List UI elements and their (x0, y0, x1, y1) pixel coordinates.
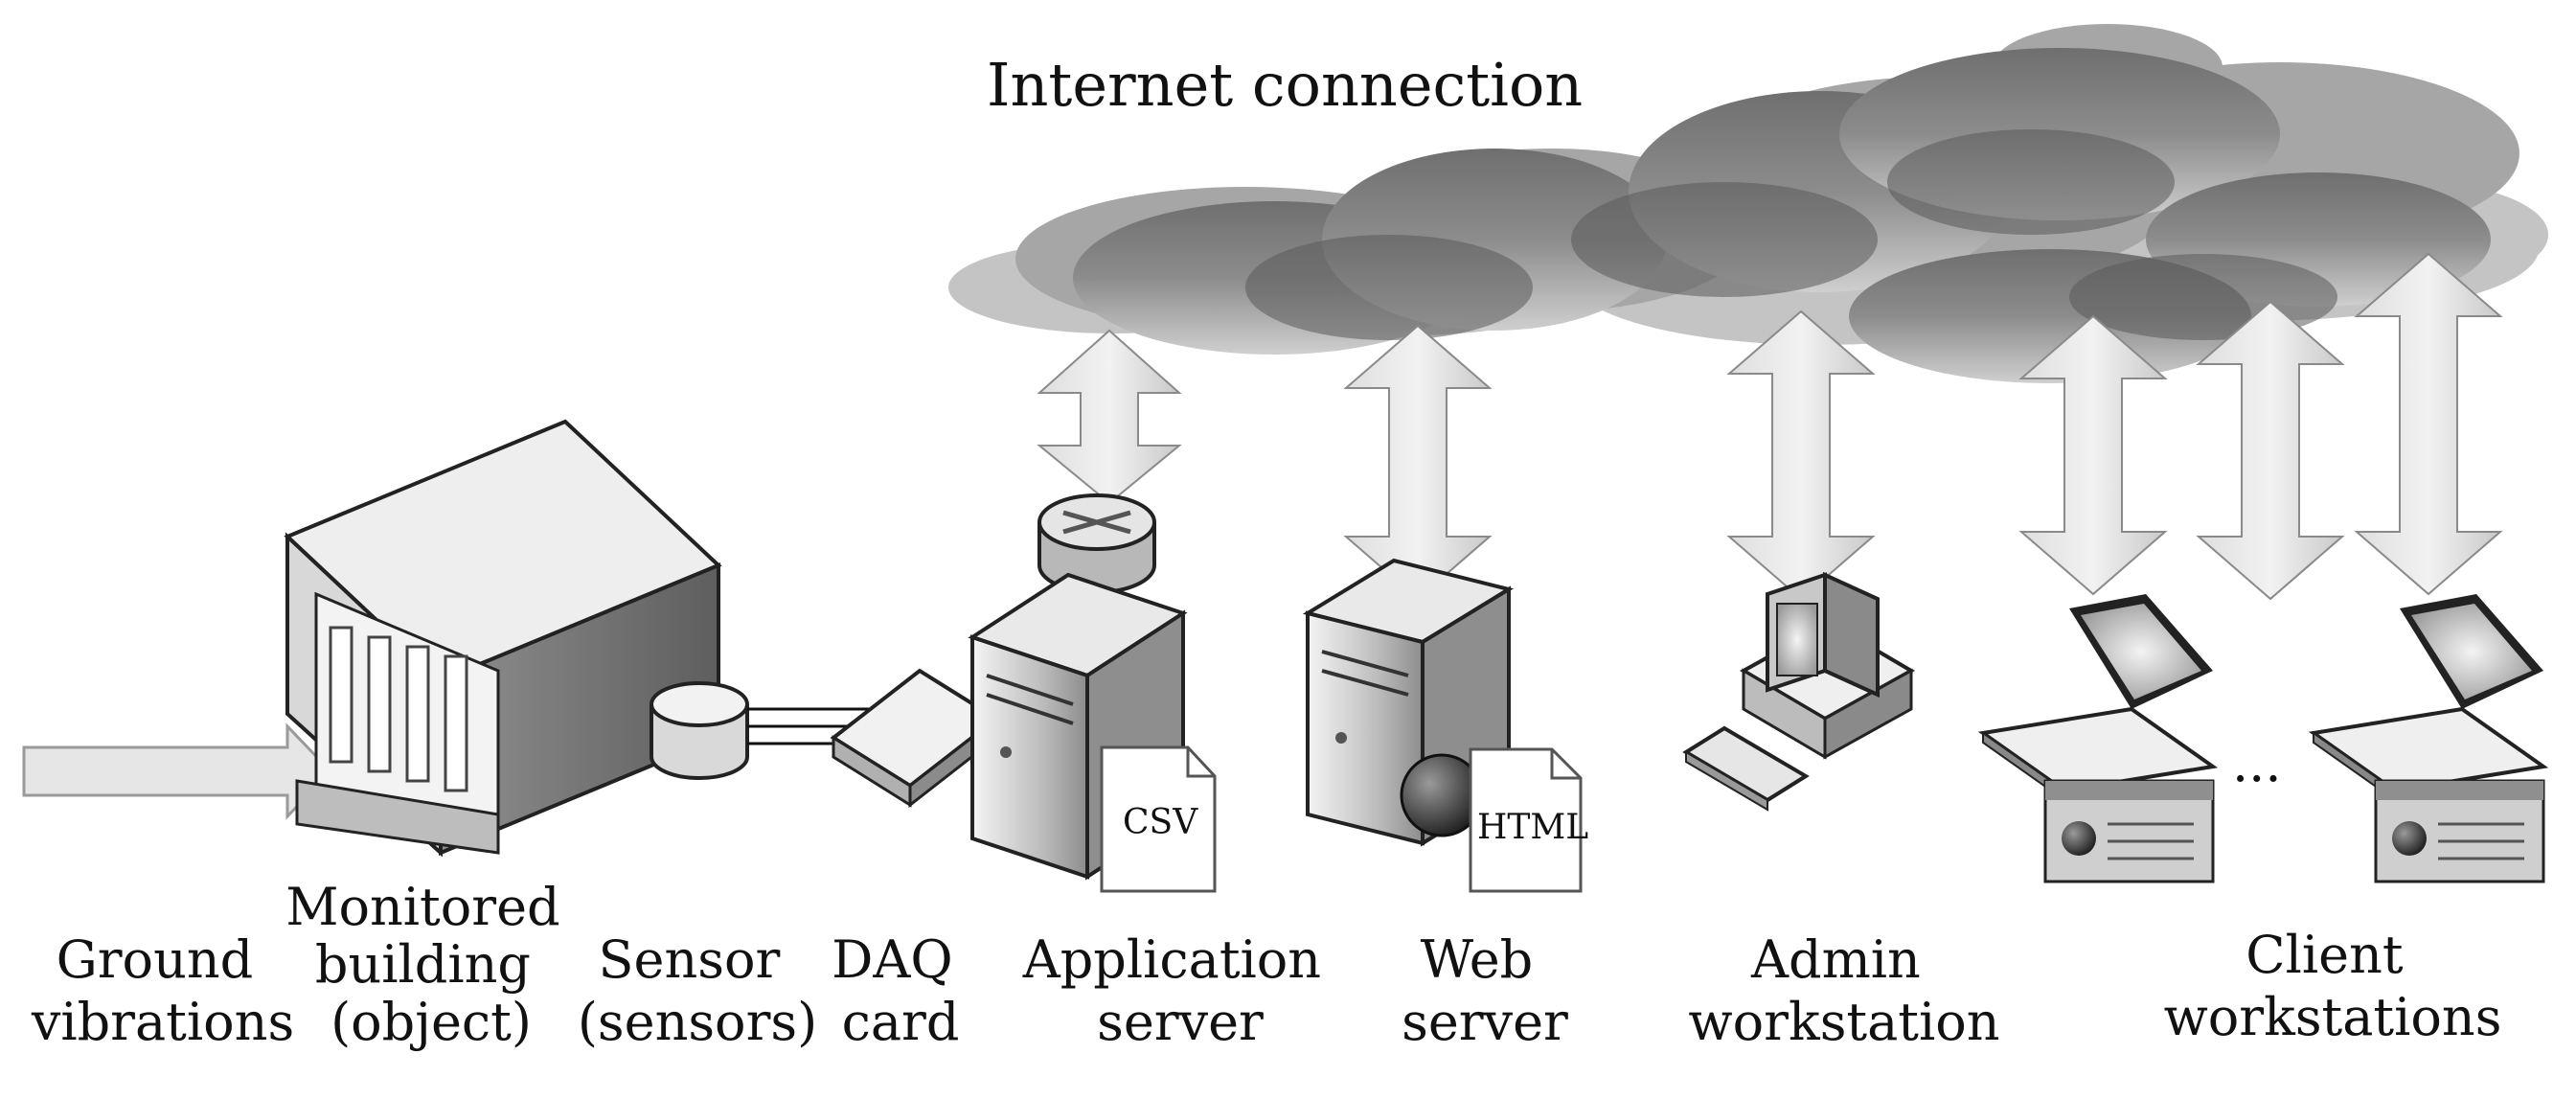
ground-vibration-arrow (22, 722, 333, 820)
double-arrow-icon (1343, 324, 1493, 601)
html-label: HTML (1477, 808, 1588, 847)
router-icon (1037, 493, 1156, 594)
monitored-building-label: Monitored building (object) (285, 877, 577, 1052)
cloud-icon (948, 24, 2548, 383)
web-server-label: Web server (1402, 929, 1568, 1052)
application-server-label: Application server (1022, 929, 1338, 1052)
daq-card-label: DAQ card (832, 929, 969, 1052)
csv-label: CSV (1123, 803, 1198, 842)
building-icon (284, 419, 722, 858)
ground-vibrations-label: Ground vibrations (31, 929, 294, 1052)
laptop-icon (2308, 594, 2549, 802)
client-workstations-label: Client workstations (2164, 925, 2502, 1047)
sensor-label: Sensor (sensors) (578, 929, 817, 1052)
laptop-icon (1977, 594, 2219, 802)
double-arrow-icon (1726, 309, 1876, 601)
desktop-computer-icon (1682, 571, 1916, 812)
browser-window-icon (2043, 779, 2215, 883)
document-icon: HTML (1469, 747, 1588, 893)
admin-workstation-label: Admin workstation (1688, 929, 1999, 1052)
double-arrow-icon (2196, 300, 2345, 601)
double-arrow-icon (2018, 314, 2168, 596)
double-arrow-icon (2354, 252, 2503, 596)
ellipsis: ... (2232, 733, 2282, 793)
document-icon: CSV (1100, 745, 1217, 893)
title: Internet connection (987, 50, 1583, 120)
browser-window-icon (2374, 779, 2545, 883)
double-arrow-icon (1037, 329, 1182, 505)
sensor-icon (650, 681, 749, 780)
